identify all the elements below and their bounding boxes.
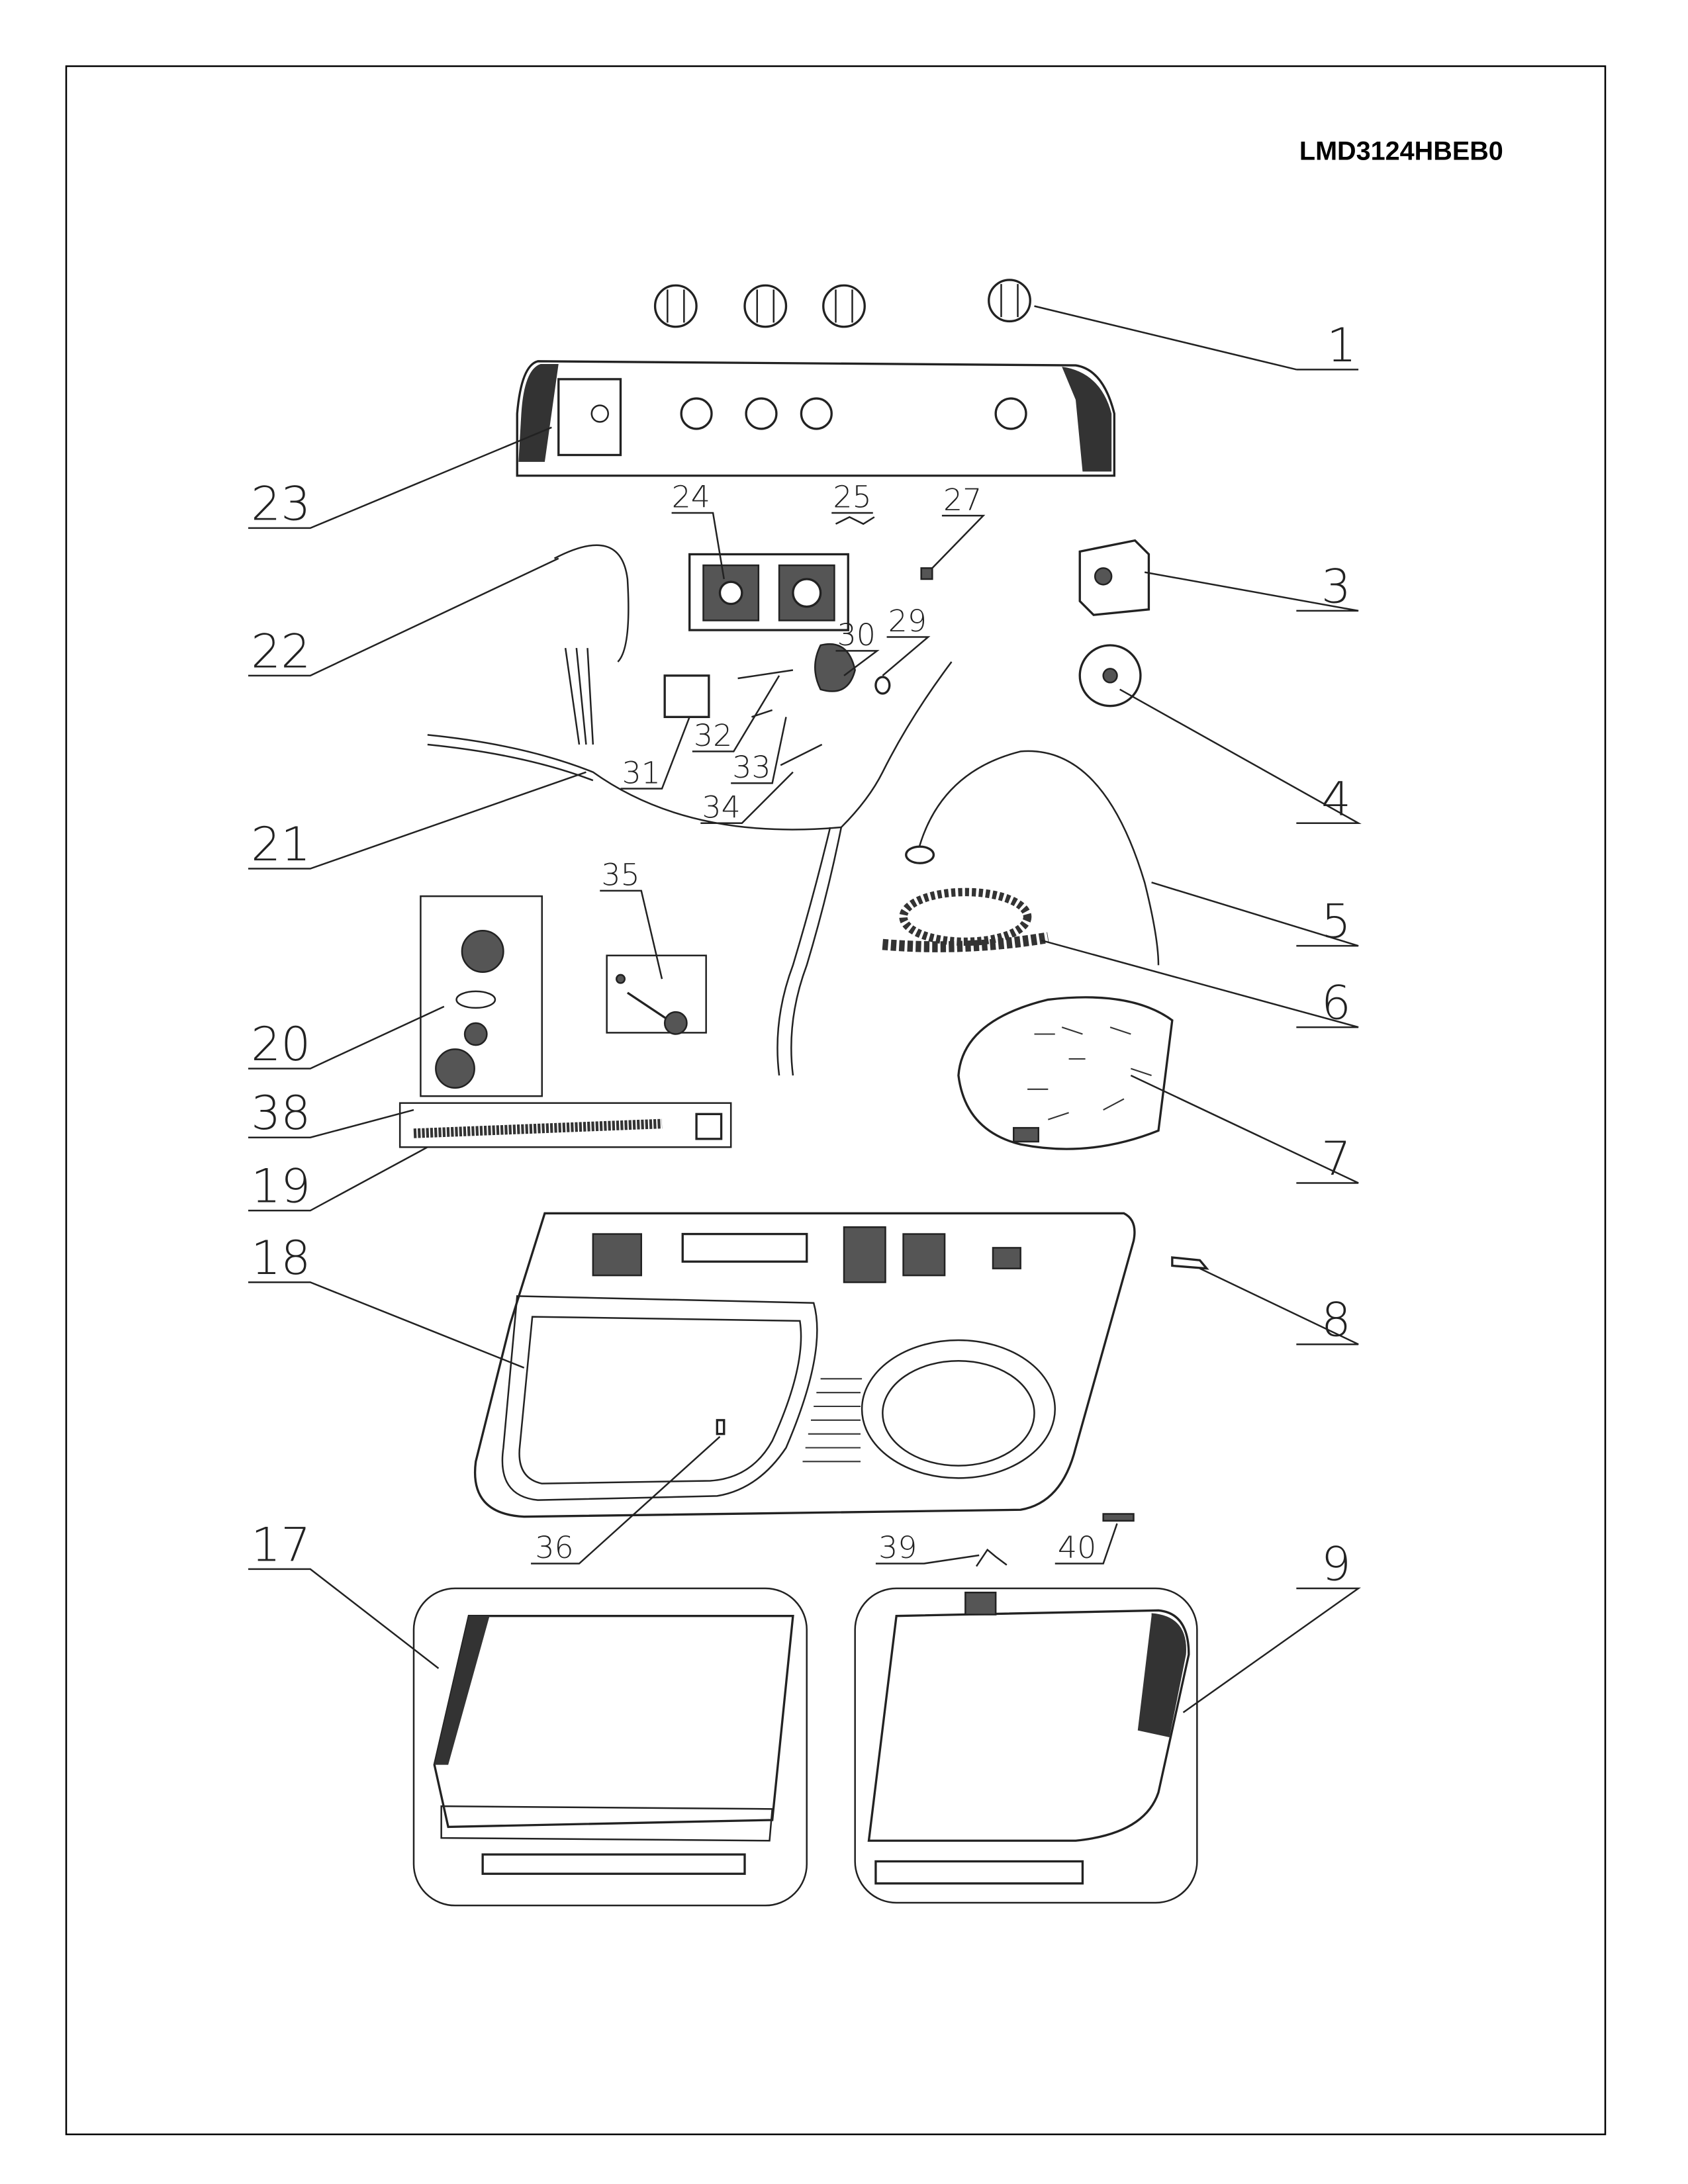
switch-part (1078, 539, 1150, 616)
callout-34: 34 (700, 771, 794, 825)
wire-harness (427, 544, 1160, 1076)
spin-lid-box (854, 1587, 1198, 1904)
callout-17: 17 (248, 1517, 440, 1669)
callout-label: 29 (888, 603, 927, 639)
callout-36: 36 (531, 1435, 721, 1565)
callout-label: 38 (251, 1085, 310, 1140)
callout-19: 19 (248, 1146, 428, 1214)
callout-label: 8 (1321, 1293, 1351, 1347)
callout-label: 18 (251, 1230, 310, 1285)
callout-5: 5 (1151, 882, 1359, 949)
wash-lid-box (412, 1587, 808, 1907)
model-number: LMD3124HBEB0 (1299, 137, 1503, 166)
callout-24: 24 (672, 479, 725, 580)
drain-hose-box (399, 1102, 732, 1148)
timer-assembly (688, 553, 849, 631)
spin-cover (957, 996, 1174, 1150)
drain-part-box (606, 954, 707, 1034)
page-frame (65, 65, 1607, 2136)
tub-top-cover (474, 1212, 1136, 1518)
callouts: 1 23 24 25 27 3 22 30 29 32 33 31 34 4 2… (248, 305, 1362, 1713)
pump-assembly-box (420, 895, 543, 1097)
callout-label: 20 (251, 1017, 310, 1071)
callout-38: 38 (248, 1085, 414, 1140)
callout-18: 18 (248, 1230, 525, 1369)
callout-label: 5 (1321, 894, 1351, 949)
callout-39: 39 (875, 1529, 980, 1565)
callout-20: 20 (248, 1005, 445, 1071)
callout-label: 1 (1327, 318, 1356, 373)
callout-21: 21 (248, 771, 586, 872)
callout-label: 3 (1321, 559, 1351, 614)
callout-25: 25 (831, 479, 873, 515)
knobs (653, 279, 1031, 328)
callout-label: 36 (535, 1529, 573, 1565)
callout-33: 33 (731, 717, 787, 785)
callout-29: 29 (882, 603, 931, 676)
callout-label: 35 (601, 857, 639, 893)
seal-ring (882, 887, 1049, 952)
callout-label: 32 (694, 717, 732, 753)
motor-capacitor (1078, 644, 1142, 707)
callout-8: 8 (1199, 1267, 1359, 1347)
callout-1: 1 (1034, 305, 1359, 373)
callout-32: 32 (692, 675, 780, 753)
callout-22: 22 (248, 557, 559, 678)
callout-3: 3 (1144, 559, 1359, 614)
callout-23: 23 (248, 426, 552, 531)
callout-label: 39 (878, 1529, 917, 1565)
callout-label: 24 (672, 479, 710, 515)
callout-6: 6 (1041, 939, 1359, 1030)
callout-35: 35 (600, 857, 663, 979)
callout-label: 31 (622, 754, 661, 790)
callout-27: 27 (931, 482, 986, 569)
callout-label: 27 (943, 482, 982, 518)
callout-label: 19 (251, 1159, 310, 1214)
callout-label: 34 (702, 789, 740, 825)
callout-9: 9 (1182, 1537, 1362, 1713)
callout-7: 7 (1130, 1074, 1359, 1186)
callout-4: 4 (1119, 688, 1362, 826)
callout-40: 40 (1055, 1523, 1118, 1565)
callout-label: 25 (833, 479, 871, 515)
callout-label: 6 (1321, 976, 1351, 1030)
callout-31: 31 (620, 716, 690, 790)
callout-label: 21 (251, 817, 310, 872)
callout-label: 40 (1058, 1529, 1096, 1565)
callout-label: 4 (1321, 771, 1351, 826)
callout-label: 23 (251, 476, 310, 531)
control-panel (516, 360, 1115, 477)
callout-label: 9 (1321, 1537, 1351, 1592)
callout-label: 22 (251, 623, 310, 678)
callout-label: 17 (251, 1517, 310, 1572)
callout-label: 33 (732, 749, 771, 785)
callout-label: 7 (1321, 1131, 1351, 1186)
callout-label: 30 (837, 617, 876, 653)
callout-30: 30 (835, 617, 880, 676)
